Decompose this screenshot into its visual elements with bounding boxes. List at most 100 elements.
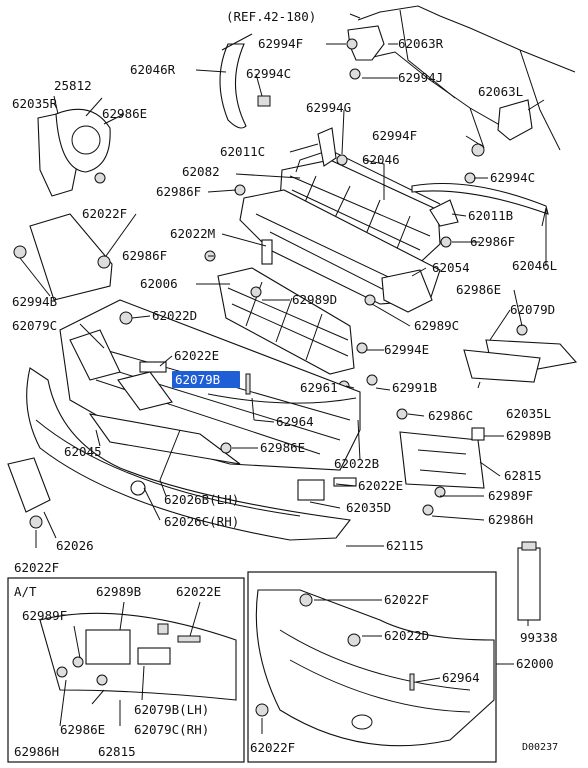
label-62964: 62964	[442, 670, 480, 685]
clip-62022e-b	[333, 477, 357, 487]
label-62045: 62045	[64, 444, 102, 459]
label-62994g: 62994G	[306, 100, 351, 115]
label-62046r: 62046R	[130, 62, 176, 77]
clip-62964	[245, 373, 251, 395]
clip-62986e-a	[94, 172, 106, 184]
clip-62986f-a	[234, 184, 246, 196]
clip-62022e-a	[139, 361, 167, 373]
bumper-bar-62045	[88, 413, 241, 465]
label-62000: 62000	[516, 656, 554, 671]
label-62986c: 62986C	[428, 408, 473, 423]
label-62022e: 62022E	[176, 584, 221, 599]
clip-62989c	[364, 294, 376, 306]
at-clip-62986h	[56, 666, 68, 678]
clip-62994j	[349, 68, 361, 80]
clip-62035d	[297, 479, 325, 501]
label-62054: 62054	[432, 260, 470, 275]
clip-62994f-a	[346, 38, 358, 50]
label-62079c: 62079C	[12, 318, 57, 333]
side-bracket-62026	[7, 457, 51, 513]
clip-62022d-a	[119, 311, 133, 325]
label-62035r: 62035R	[12, 96, 58, 111]
label-62046l: 62046L	[512, 258, 557, 273]
clip-62989f-a	[434, 486, 446, 498]
bracket-62054	[381, 269, 433, 313]
at-clip-62986e	[96, 674, 108, 686]
at-title: A/T	[14, 584, 37, 599]
at-plate-bracket	[85, 629, 131, 665]
label-62046: 62046	[362, 152, 400, 167]
label-62115: 62115	[386, 538, 424, 553]
touchup-can-99338	[517, 547, 541, 621]
label-62006: 62006	[140, 276, 178, 291]
label-62079c-rh: 62079C(RH)	[134, 722, 209, 737]
body-panel-outline	[359, 51, 513, 149]
bracket-62063l	[497, 99, 533, 141]
label-62994c: 62994C	[246, 66, 291, 81]
label-62986f: 62986F	[122, 248, 167, 263]
label-62986h: 62986H	[14, 744, 59, 759]
clip-62994g	[336, 154, 348, 166]
label-62986e: 62986E	[102, 106, 147, 121]
clip-62994c-b	[464, 172, 476, 184]
label-62022e: 62022E	[358, 478, 403, 493]
label-62011c: 62011C	[220, 144, 265, 159]
label-62063r: 62063R	[398, 36, 444, 51]
clip-62022m	[261, 239, 273, 265]
label-62989f: 62989F	[488, 488, 533, 503]
label-62964: 62964	[276, 414, 314, 429]
bumper-assembly-62000	[255, 589, 495, 747]
asm-clip-62964	[409, 673, 415, 691]
clip-62994f-b	[471, 143, 485, 157]
label-62986e: 62986E	[456, 282, 501, 297]
highlighted-part-62079b[interactable]: 62079B	[172, 371, 240, 388]
assembly-inset-frame	[247, 571, 497, 763]
bracket-62035l	[463, 349, 541, 383]
clip-62994b	[13, 245, 27, 259]
label-62022d: 62022D	[384, 628, 429, 643]
at-inset-frame	[7, 577, 245, 763]
label-99338: 99338	[520, 630, 558, 645]
label-62035d: 62035D	[346, 500, 391, 515]
leader-lines	[19, 13, 547, 734]
label-62994f: 62994F	[258, 36, 303, 51]
label-62986f: 62986F	[156, 184, 201, 199]
label-62989b: 62989B	[506, 428, 551, 443]
label-62815: 62815	[504, 468, 542, 483]
trim-strip-rh	[219, 43, 247, 129]
clip-62991b	[366, 374, 378, 386]
label-62082: 62082	[182, 164, 220, 179]
clip-62022f-a	[97, 255, 111, 269]
label-62022f: 62022F	[14, 560, 59, 575]
bracket-62011c	[317, 127, 337, 167]
label-62079b: 62079B	[175, 372, 220, 387]
plate-bracket-62815	[399, 431, 485, 489]
asm-clip-62022f-d	[255, 703, 269, 717]
label-62026: 62026	[56, 538, 94, 553]
clip-62994e	[356, 342, 368, 354]
label-62989d: 62989D	[292, 292, 337, 307]
label-62994j: 62994J	[398, 70, 443, 85]
label-62989f: 62989F	[22, 608, 67, 623]
horn-25812	[55, 108, 111, 173]
label-62079b-lh: 62079B(LH)	[134, 702, 209, 717]
label-62022m: 62022M	[170, 226, 215, 241]
label-62026c-rh: 62026C(RH)	[164, 514, 239, 529]
clip-62986f-c	[440, 236, 452, 248]
label-62011b: 62011B	[468, 208, 513, 223]
grille-insert-62079b	[117, 371, 173, 411]
label-62022f: 62022F	[384, 592, 429, 607]
label-25812: 25812	[54, 78, 92, 93]
label-62994c: 62994C	[490, 170, 535, 185]
bracket-62011b	[429, 199, 459, 227]
label-62022d: 62022D	[152, 308, 197, 323]
label-62986e: 62986E	[60, 722, 105, 737]
clip-62986e-b	[516, 324, 528, 336]
label-62989b: 62989B	[96, 584, 141, 599]
label-62022f: 62022F	[250, 740, 295, 755]
label-62994f: 62994F	[372, 128, 417, 143]
label-62986h: 62986H	[488, 512, 533, 527]
label-62994e: 62994E	[384, 342, 429, 357]
label-62035l: 62035L	[506, 406, 551, 421]
